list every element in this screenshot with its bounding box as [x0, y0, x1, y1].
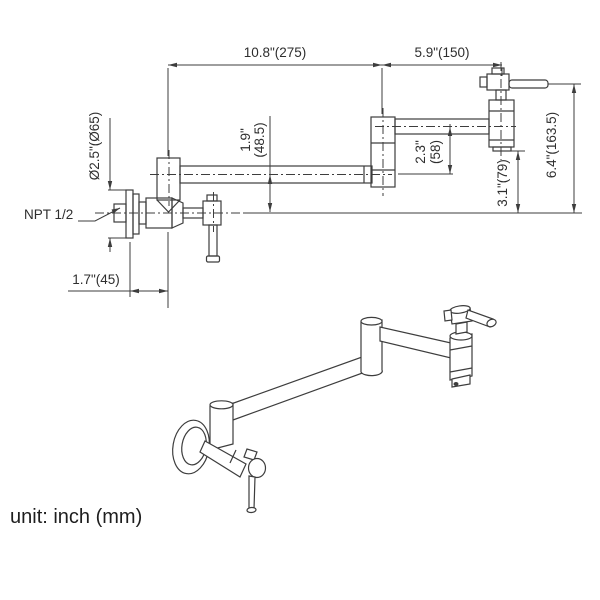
- spout-outlet: [492, 146, 512, 152]
- dimension-label-outlet-height: 3.1"(79): [495, 159, 510, 207]
- render-spout-body: [449, 333, 473, 381]
- render-riser-top: [209, 400, 234, 410]
- faucet-top-view: 10.8"(275) 5.9"(150) Ø2.5"(Ø65) 1.9" (48…: [24, 45, 582, 308]
- render-arm2: [379, 326, 452, 359]
- middle-joint: [370, 116, 396, 188]
- spout-handle-nub: [491, 67, 505, 75]
- dimension-label-thread-spec: NPT 1/2: [24, 207, 73, 222]
- valve-handle-nub: [206, 194, 218, 202]
- render-joint-top: [360, 316, 383, 326]
- wall-flange: [125, 189, 134, 239]
- render-valve-lever-rod: [248, 475, 256, 510]
- render-lever-end: [486, 318, 497, 328]
- faucet-rendering: [172, 305, 497, 514]
- render-aerator: [453, 382, 459, 386]
- flange-plate: [132, 193, 140, 235]
- dimension-label-span-main: 10.8"(275): [244, 45, 307, 60]
- npt-leader: [78, 207, 121, 222]
- dimension-label-arm-gap-inch: 2.3": [413, 140, 428, 164]
- dimension-label-flange-diameter: Ø2.5"(Ø65): [87, 112, 102, 181]
- render-valve-hub: [247, 457, 267, 479]
- spout-handle-cap: [479, 76, 488, 88]
- valve-lever-cap: [205, 255, 221, 263]
- dimension-label-wall-clearance: 1.7"(45): [72, 272, 120, 287]
- dimension-label-span-spout: 5.9"(150): [414, 45, 469, 60]
- dimension-label-overall-height: 6.4"(163.5): [544, 112, 559, 178]
- unit-label: unit: inch (mm): [10, 506, 142, 528]
- render-arm1: [230, 356, 369, 421]
- render-handle-cap: [443, 309, 453, 322]
- render-valve-cone: [199, 440, 247, 478]
- dimension-label-drop-inch: 1.9": [238, 128, 253, 152]
- dimension-label-drop-mm: (48.5): [252, 122, 267, 157]
- riser-joint-notch: [156, 199, 181, 213]
- render-middle-joint: [360, 319, 383, 377]
- spout-handle-hub: [486, 73, 510, 91]
- arm1: [179, 165, 373, 184]
- dimension-label-arm-gap-mm: (58): [428, 140, 443, 164]
- render-valve-lever-end: [246, 506, 257, 514]
- spout-lever-rod: [508, 79, 549, 89]
- render-riser: [209, 402, 234, 451]
- render-handle-stem: [455, 321, 468, 335]
